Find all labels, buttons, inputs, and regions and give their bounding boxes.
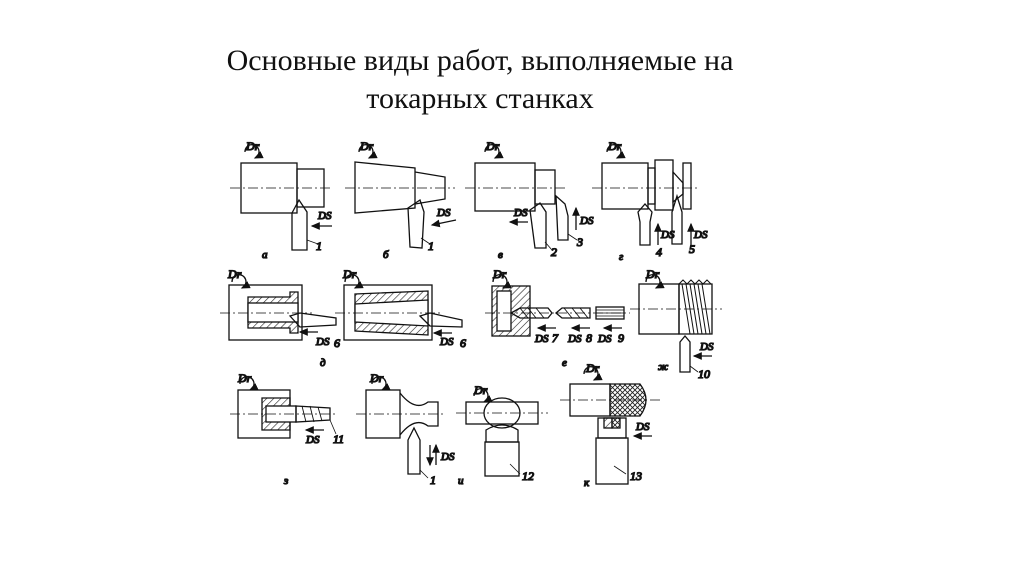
panel-i-caption: и <box>458 475 464 487</box>
panel-e-caption: е <box>562 357 567 369</box>
panel-b: Dr DS 1 б <box>345 138 457 262</box>
panel-e-ds-2: DS <box>567 333 582 345</box>
panel-g-caption: г <box>619 251 624 263</box>
panel-d-right-ds: DS <box>439 336 454 348</box>
panel-a-tool-1: 1 <box>316 239 322 253</box>
panel-z-tool-11: 11 <box>333 432 344 446</box>
panel-z-ds: DS <box>305 434 320 446</box>
panel-b-tool-1: 1 <box>428 239 434 253</box>
panel-a: Dr DS 1 а <box>230 138 333 262</box>
panel-a-cutting-tool <box>291 198 308 251</box>
panel-a-dr: Dr <box>245 139 260 153</box>
panel-k-tool-13: 13 <box>630 469 642 483</box>
panel-v: Dr DS DS 2 3 в <box>465 138 595 262</box>
panel-i-left: Dr DS 1 и <box>356 370 465 488</box>
panel-e-ds-3: DS <box>597 333 612 345</box>
panel-v-tool-2 <box>529 202 547 249</box>
panel-d-left-tool-6: 6 <box>334 336 340 350</box>
panel-z-dr: Dr <box>237 371 252 385</box>
panel-a-ds: DS <box>317 210 332 222</box>
panel-i-right-tool-12: 12 <box>522 469 534 483</box>
panel-i-left-tool <box>407 426 421 475</box>
panel-g: Dr DS DS 4 5 г <box>592 138 709 264</box>
panel-i-left-tool-1: 1 <box>430 473 436 487</box>
panel-e-tool-7: 7 <box>552 331 559 345</box>
panel-b-cutting-tool <box>407 198 425 249</box>
panel-v-caption: в <box>498 249 503 261</box>
page-title: Основные виды работ, выполняемые на тока… <box>170 42 790 118</box>
panel-g-tool-4 <box>637 203 653 246</box>
panel-a-caption: а <box>262 249 268 261</box>
panel-d-right-tool <box>418 312 463 328</box>
panel-i-right-roller-head <box>485 424 519 443</box>
panel-d-right: Dr DS 6 д <box>319 266 466 369</box>
panel-zh-dr: Dr <box>645 267 660 281</box>
panel-g-tool-5 <box>671 193 683 245</box>
panel-d-right-tool-6: 6 <box>460 336 466 350</box>
panel-g-tool-5-label: 5 <box>689 242 695 256</box>
title-line-1: Основные виды работ, выполняемые на <box>226 44 734 77</box>
panel-i-left-ds: DS <box>440 451 455 463</box>
panel-e-ds-1: DS <box>534 333 549 345</box>
panel-zh-caption: ж <box>658 361 669 373</box>
panel-z-caption: з <box>283 475 288 487</box>
panel-v-tool-2-label: 2 <box>551 245 557 259</box>
panel-k-tool-body <box>595 437 629 485</box>
panel-d-left-dr: Dr <box>227 267 242 281</box>
panel-e-dr: Dr <box>492 267 507 281</box>
panel-zh: Dr DS ж 10 <box>630 266 722 382</box>
panel-k-dr: Dr <box>585 361 600 375</box>
panel-b-dr: Dr <box>359 139 374 153</box>
panel-d-left-ds: DS <box>315 336 330 348</box>
panel-d-caption: д <box>320 357 326 369</box>
panel-zh-tool-10: 10 <box>698 367 710 381</box>
panel-k: Dr DS 13 к <box>560 360 660 490</box>
panel-i-left-dr: Dr <box>369 371 384 385</box>
panel-v-tool-3 <box>555 194 569 241</box>
panel-i-right-tool-body <box>484 441 520 477</box>
panel-e-tool-8 <box>554 307 591 319</box>
panel-g-ds-2: DS <box>693 229 708 241</box>
panel-e-tool-9: 9 <box>618 331 624 345</box>
panel-zh-ds: DS <box>699 341 714 353</box>
panel-e: Dr DS DS DS 7 8 9 е <box>485 266 630 370</box>
panel-v-tool-3-label: 3 <box>576 235 583 249</box>
panel-g-tool-4-label: 4 <box>656 245 662 259</box>
panel-b-caption: б <box>383 249 389 261</box>
panel-v-dr: Dr <box>485 139 500 153</box>
panel-d-right-dr: Dr <box>342 267 357 281</box>
panel-b-ds: DS <box>436 207 451 219</box>
panel-v-ds-2: DS <box>579 215 594 227</box>
panel-g-dr: Dr <box>607 139 622 153</box>
panel-i-right: Dr 12 <box>456 382 548 484</box>
title-line-2: токарных станках <box>366 82 594 115</box>
panel-z: Dr DS 11 з <box>230 370 345 488</box>
panel-v-ds-1: DS <box>513 207 528 219</box>
panel-d-left-tool <box>288 312 337 328</box>
panel-k-ds: DS <box>635 421 650 433</box>
panel-d-left: Dr DS 6 <box>220 266 341 351</box>
panel-k-caption: к <box>584 477 590 489</box>
panel-e-tool-8: 8 <box>586 331 592 345</box>
panel-i-right-dr: Dr <box>473 383 488 397</box>
panel-g-ds-1: DS <box>660 229 675 241</box>
panel-zh-tool <box>679 334 691 373</box>
